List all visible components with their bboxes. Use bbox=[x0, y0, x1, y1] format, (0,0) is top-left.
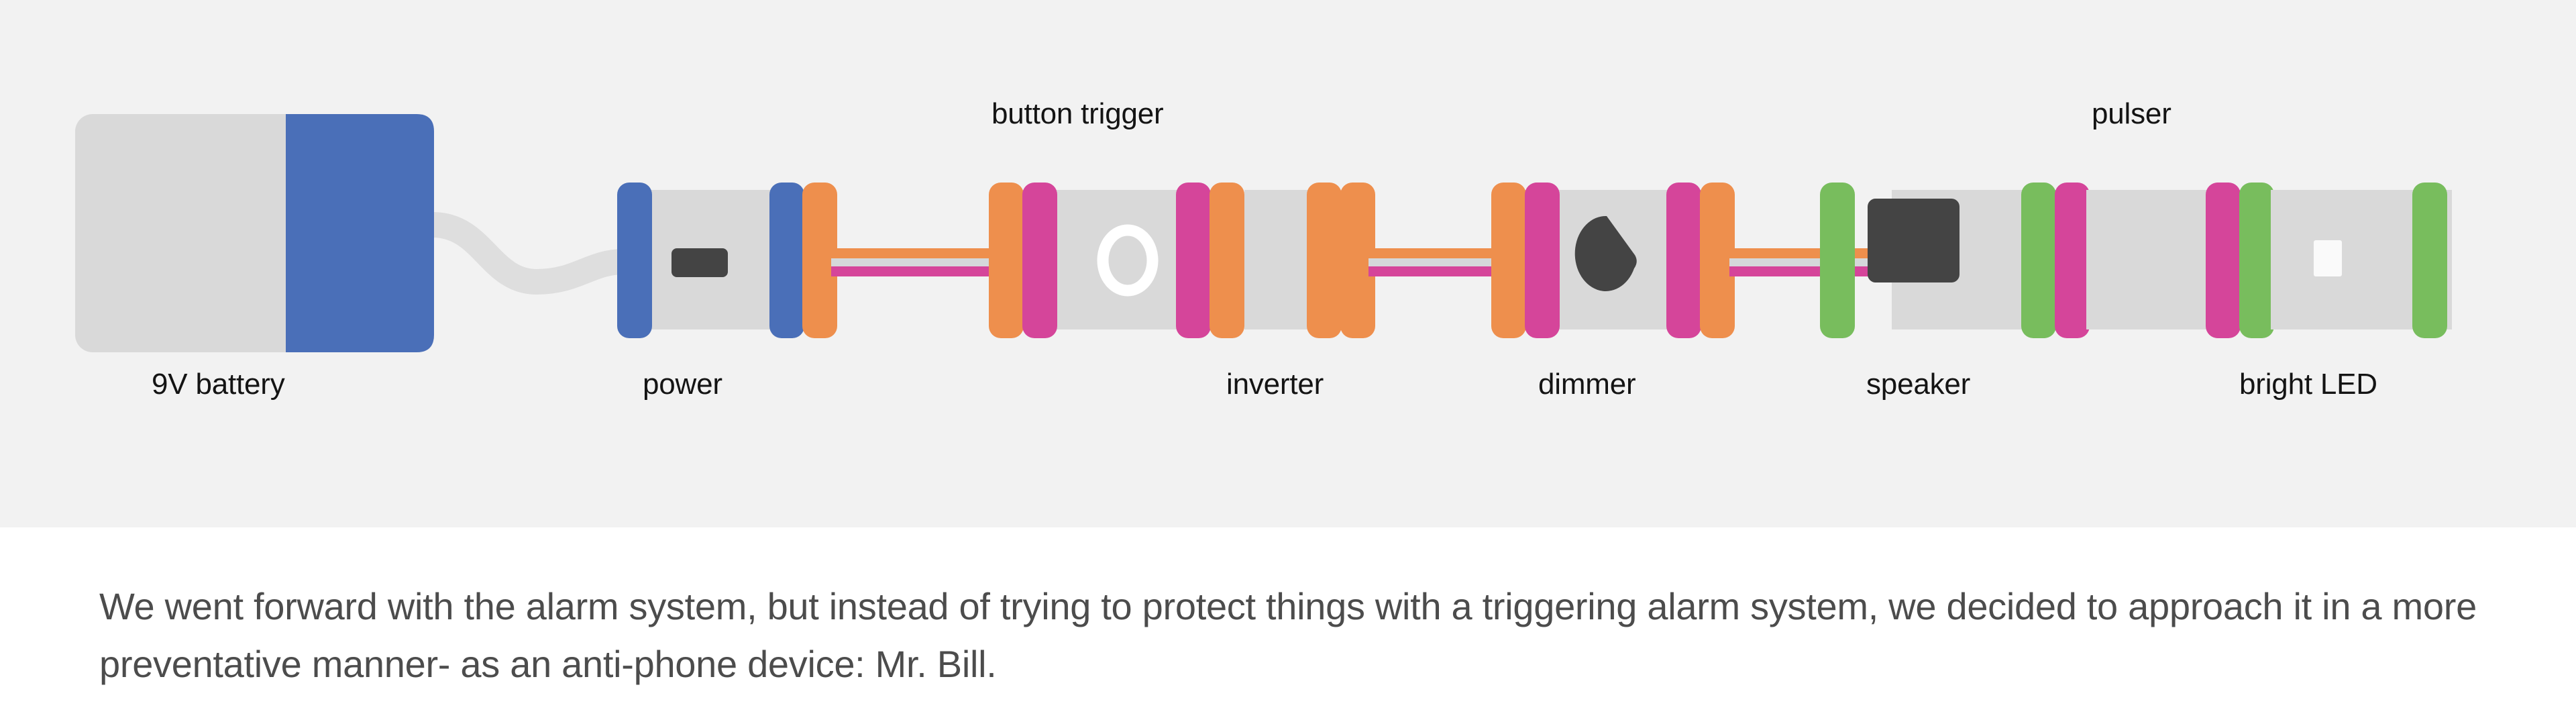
battery-cable-icon bbox=[420, 212, 637, 295]
caption-text: We went forward with the alarm system, b… bbox=[99, 585, 2477, 685]
speaker-icon bbox=[1868, 199, 1960, 282]
speaker-connector-right-pink bbox=[2055, 183, 2090, 338]
power-connector-right-blue bbox=[769, 183, 804, 338]
caption-panel: We went forward with the alarm system, b… bbox=[0, 527, 2576, 722]
module-label-inverter: inverter bbox=[1226, 368, 1324, 401]
circuit-diagram: 9V battery power button trigger inverter… bbox=[75, 97, 2452, 401]
dimmer-knob-icon[interactable] bbox=[1574, 215, 1637, 291]
power-connector-left-blue bbox=[617, 183, 652, 338]
circuit-diagram-graphic bbox=[75, 114, 2452, 352]
button-trigger-connector-left-orange bbox=[989, 183, 1024, 338]
speaker-connector-left-green bbox=[1820, 183, 1855, 338]
module-label-bright-led: bright LED bbox=[2239, 368, 2377, 401]
inverter-connector-left-orange-b bbox=[1340, 183, 1375, 338]
wire-pink-line bbox=[1368, 266, 1523, 276]
module-label-pulser: pulser bbox=[2092, 97, 2171, 130]
module-label-button-trigger: button trigger bbox=[991, 97, 1164, 130]
wire-orange-line bbox=[831, 248, 1019, 258]
module-label-dimmer: dimmer bbox=[1538, 368, 1636, 401]
pulser-connector-right-pink bbox=[2206, 183, 2241, 338]
module-pulser[interactable] bbox=[2086, 183, 2274, 338]
dimmer-connector-right-orange bbox=[1700, 183, 1735, 338]
wire-inverter-to-dimmer bbox=[1368, 248, 1523, 276]
battery-cap-icon bbox=[286, 114, 434, 352]
module-bright-led[interactable] bbox=[2271, 183, 2452, 338]
module-label-speaker: speaker bbox=[1866, 368, 1971, 401]
bright-led-icon bbox=[2314, 240, 2342, 276]
button-trigger-connector-left-pink bbox=[1022, 183, 1057, 338]
module-button-trigger[interactable] bbox=[989, 183, 1244, 338]
dimmer-connector-right-pink bbox=[1666, 183, 1701, 338]
button-trigger-connector-right-orange bbox=[1210, 183, 1244, 338]
module-label-power: power bbox=[643, 368, 722, 401]
module-label-9v-battery: 9V battery bbox=[152, 368, 285, 401]
module-inverter[interactable] bbox=[1244, 183, 1375, 338]
dimmer-connector-left-orange bbox=[1491, 183, 1526, 338]
module-dimmer[interactable] bbox=[1491, 183, 1735, 338]
dimmer-connector-left-pink bbox=[1525, 183, 1560, 338]
wire-orange-line bbox=[1368, 248, 1523, 258]
push-button-icon[interactable] bbox=[1097, 224, 1159, 297]
module-9v-battery[interactable] bbox=[75, 114, 637, 352]
button-trigger-connector-right-pink bbox=[1176, 183, 1211, 338]
speaker-connector-right-green bbox=[2021, 183, 2056, 338]
power-connector-right-orange bbox=[802, 183, 837, 338]
wire-pink-line bbox=[831, 266, 1019, 276]
power-switch-icon bbox=[672, 248, 728, 277]
inverter-connector-left-orange-a bbox=[1307, 183, 1342, 338]
wire-power-to-button-trigger bbox=[831, 248, 1019, 276]
bright-led-connector-right-green bbox=[2412, 183, 2447, 338]
module-power[interactable] bbox=[617, 183, 837, 338]
diagram-panel: 9V battery power button trigger inverter… bbox=[0, 0, 2576, 527]
pulser-connector-right-green bbox=[2239, 183, 2274, 338]
module-speaker[interactable] bbox=[1820, 183, 2096, 338]
